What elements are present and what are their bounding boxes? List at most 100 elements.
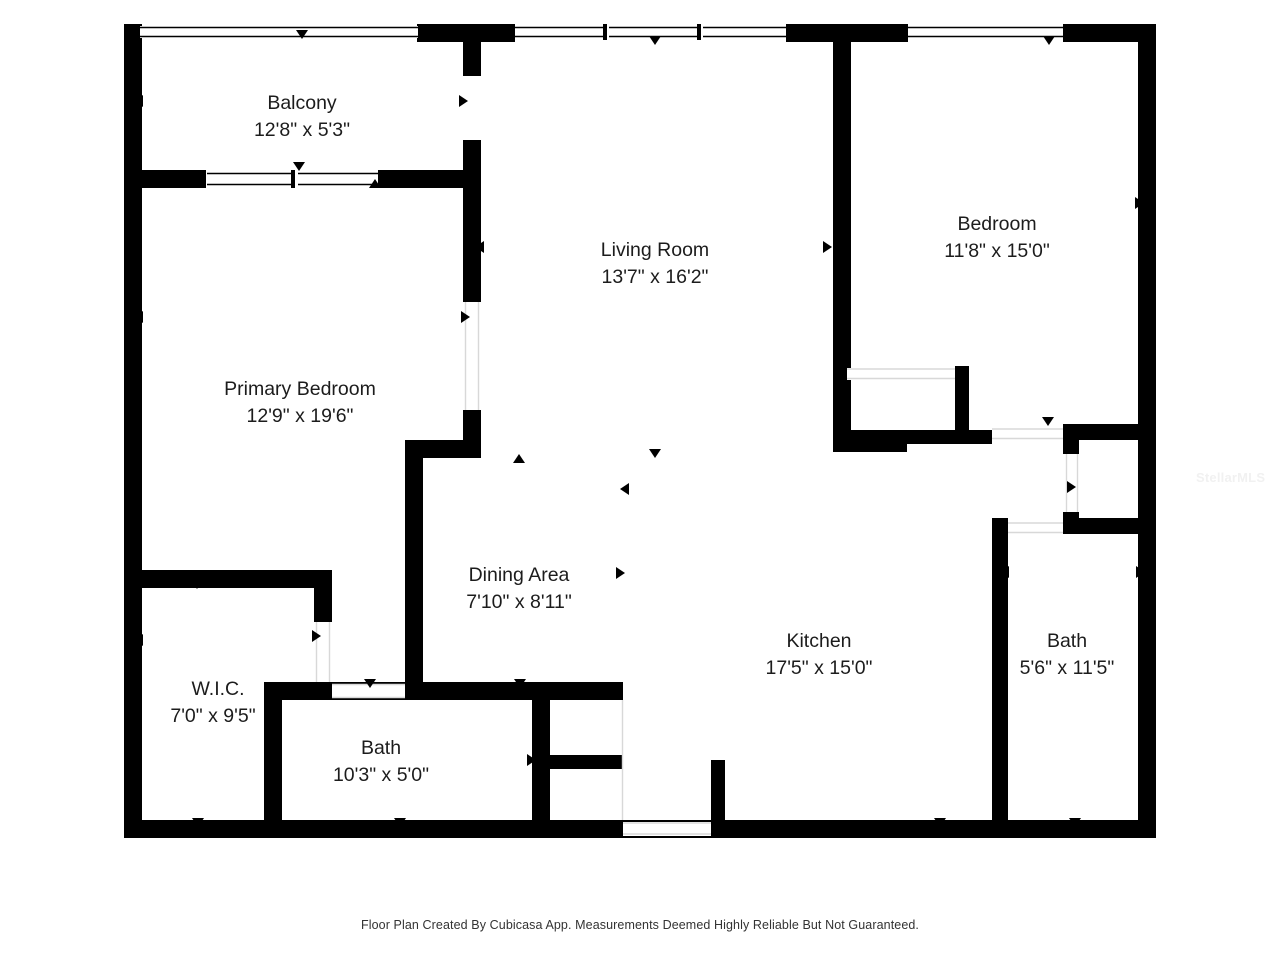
primary-bedroom-walls: [405, 302, 481, 690]
closet-door-bedroom: [847, 368, 955, 380]
wic-walls: [142, 570, 332, 694]
room-label-living-room: Living Room: [601, 239, 709, 261]
wall-dining-left: [405, 440, 423, 690]
room-label-bedroom: Bedroom: [957, 213, 1036, 235]
window-mullion-1: [603, 24, 607, 40]
marker-dining-right: [616, 567, 625, 579]
door-entry: [623, 822, 711, 836]
room-dim-bath-right: 5'6" x 11'5": [1020, 657, 1115, 679]
wall-entry-pier: [711, 760, 725, 838]
door-hall-side: [1066, 454, 1078, 512]
marker-bath-top: [364, 679, 376, 688]
wall-hall-top: [1063, 424, 1156, 440]
bedroom-closet: [833, 366, 992, 452]
room-dim-dining-area: 7'10" x 8'11": [466, 591, 572, 613]
wall-hall-bottom: [1063, 518, 1156, 534]
marker-balcony-left: [134, 95, 143, 107]
room-label-wic: W.I.C.: [191, 678, 244, 700]
marker-corridor-top: [514, 679, 526, 688]
wall-dining-top-jog: [405, 440, 481, 458]
wall-bedroom-left: [833, 24, 851, 452]
marker-primary-right: [461, 311, 470, 323]
door-wic: [316, 622, 330, 682]
wall-bedroom-closet-right: [955, 366, 969, 436]
wall-balcony-bottom-right: [378, 170, 481, 188]
closet-upper-void: [550, 700, 623, 755]
marker-wic-left: [134, 634, 143, 646]
room-label-bath-right: Bath: [1047, 630, 1087, 652]
room-dim-kitchen: 17'5" x 15'0": [766, 657, 873, 679]
room-dim-primary-bedroom: 12'9" x 19'6": [247, 405, 354, 427]
marker-living-left: [475, 241, 484, 253]
window-living-1: [515, 26, 603, 38]
wall-top-seg-right: [1063, 24, 1156, 42]
wall-bath-top-right: [405, 682, 623, 700]
slider-mullion: [291, 170, 295, 188]
balcony-railing: [140, 26, 418, 38]
marker-living-down: [649, 449, 661, 458]
balcony-divider: [124, 140, 481, 302]
marker-kitchen-bottom: [934, 818, 946, 827]
door-bath-right: [1008, 522, 1063, 534]
wall-balcony-right-pier: [463, 24, 481, 76]
entry-opening: [623, 760, 725, 838]
top-glazing: [140, 24, 1063, 40]
wall-wic-top: [142, 570, 332, 588]
wall-bath-right-left: [992, 518, 1008, 838]
footer-disclaimer: Floor Plan Created By Cubicasa App. Meas…: [361, 918, 919, 932]
marker-bath-bottom: [394, 818, 406, 827]
marker-balcony-door: [369, 179, 381, 188]
marker-bedroom-top: [1043, 36, 1055, 45]
wall-exterior-left: [124, 24, 142, 838]
watermark-stellarmls: StellarMLS: [1196, 470, 1266, 485]
hall-bath-walls: [992, 424, 1156, 838]
marker-dining-left: [413, 567, 422, 579]
marker-bath-closet: [527, 754, 536, 766]
wall-bedroom-closet-bottom-left: [833, 430, 907, 452]
marker-bedroom-right: [1135, 197, 1144, 209]
measurement-markers: [134, 30, 1145, 827]
marker-wic-door: [312, 630, 321, 642]
marker-bath-right-bottom: [1069, 818, 1081, 827]
wall-primary-right-upper: [463, 140, 481, 302]
wall-closet-divider: [550, 755, 623, 769]
room-label-bath-main: Bath: [361, 737, 401, 759]
marker-bedroom-left: [838, 197, 847, 209]
marker-wic-top: [191, 580, 203, 589]
room-dim-bedroom: 11'8" x 15'0": [944, 240, 1050, 262]
room-label-primary-bedroom: Primary Bedroom: [224, 378, 376, 400]
marker-balcony-top: [296, 30, 308, 39]
window-living-3: [703, 26, 786, 38]
window-mullion-2: [697, 24, 701, 40]
wall-balcony-bottom-left: [124, 170, 206, 188]
marker-primary-left: [134, 311, 143, 323]
door-hall-upper: [992, 428, 1063, 440]
room-dim-living-room: 13'7" x 16'2": [602, 266, 709, 288]
marker-living-lower-left: [620, 483, 629, 495]
room-dim-wic: 7'0" x 9'5": [170, 705, 255, 727]
marker-living-right: [823, 241, 832, 253]
marker-bedroom-closet-up: [938, 431, 950, 440]
marker-wic-bottom: [192, 818, 204, 827]
exterior-walls: [124, 24, 1156, 838]
slider-pane-1: [206, 172, 291, 186]
marker-dining-up: [513, 454, 525, 463]
marker-closet-down: [1042, 417, 1054, 426]
marker-bath-right-left: [1000, 566, 1009, 578]
room-dim-balcony: 12'8" x 5'3": [254, 119, 350, 141]
slider-pane-2: [297, 172, 378, 186]
room-dim-bath-main: 10'3" x 5'0": [333, 764, 429, 786]
marker-bath-left: [265, 754, 274, 766]
wall-bath-right: [532, 682, 550, 838]
marker-living-top: [649, 36, 661, 45]
wall-wic-right-upper: [314, 570, 332, 622]
room-label-balcony: Balcony: [267, 92, 337, 114]
window-bedroom: [908, 26, 1063, 38]
marker-hall-right: [1067, 481, 1076, 493]
door-primary-bedroom: [465, 302, 479, 410]
room-label-dining-area: Dining Area: [469, 564, 570, 586]
window-living-2: [609, 26, 697, 38]
room-labels: Balcony 12'8" x 5'3" Primary Bedroom 12'…: [170, 92, 1114, 786]
